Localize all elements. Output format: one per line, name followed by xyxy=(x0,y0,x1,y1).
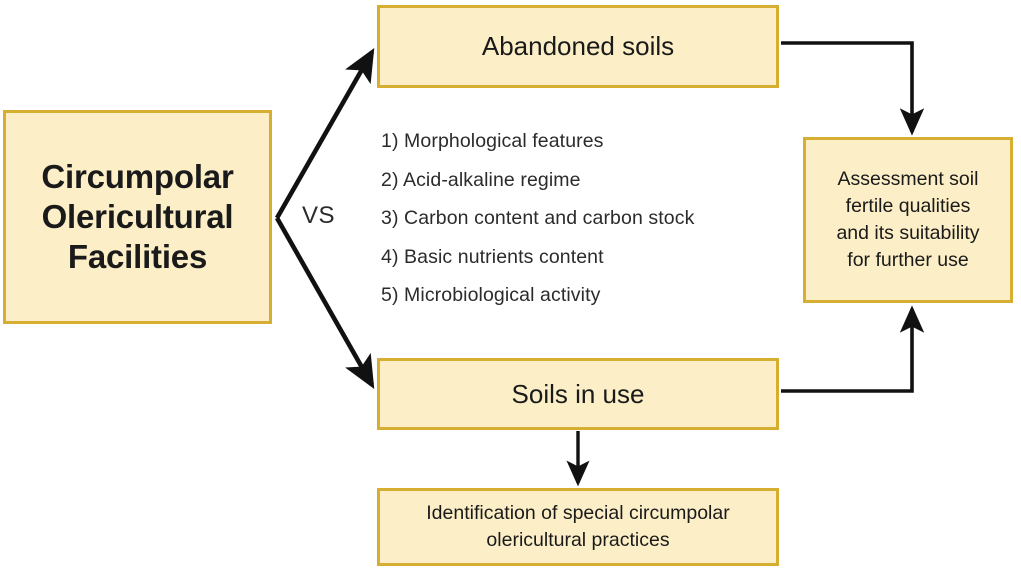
node-identification-line1: Identification of special circumpolar xyxy=(426,502,730,525)
connector-soils-in-use-to-assessment xyxy=(781,305,925,393)
criteria-list: 1) Morphological features 2) Acid-alkali… xyxy=(381,130,781,307)
node-identification-line2: olericultural practices xyxy=(486,529,670,551)
node-assessment-line3: and its suitability xyxy=(836,222,980,244)
node-assessment-line2: fertile qualities xyxy=(845,195,971,218)
criteria-item: 1) Morphological features xyxy=(381,130,604,152)
comparison-label: VS xyxy=(302,202,336,229)
node-facilities-line1: Circumpolar xyxy=(41,157,234,195)
node-assessment-text: Assessment soil fertile qualities and it… xyxy=(806,166,1010,274)
node-assessment-line1: Assessment soil xyxy=(837,168,979,191)
connector-facilities-to-abandoned-soils xyxy=(275,48,375,220)
node-facilities-text: Circumpolar Olericultural Facilities xyxy=(6,157,269,278)
criteria-item: 2) Acid-alkaline regime xyxy=(381,168,581,191)
node-abandoned-soils-label: Abandoned soils xyxy=(481,31,675,62)
node-facilities-line3: Facilities xyxy=(67,238,208,276)
node-identification-text: Identification of special circumpolar ol… xyxy=(380,500,776,554)
node-assessment-soil-fertile-qualities: Assessment soil fertile qualities and it… xyxy=(803,137,1013,303)
node-assessment-line4: for further use xyxy=(847,248,969,271)
node-facilities-line2: Olericultural xyxy=(41,197,234,235)
node-abandoned-soils: Abandoned soils xyxy=(377,5,779,88)
criteria-item: 5) Microbiological activity xyxy=(381,284,601,306)
criteria-item: 4) Basic nutrients content xyxy=(381,245,604,268)
node-soils-in-use-label: Soils in use xyxy=(511,378,645,409)
node-identification-of-practices: Identification of special circumpolar ol… xyxy=(377,488,779,566)
node-soils-in-use: Soils in use xyxy=(377,358,779,430)
criteria-item: 3) Carbon content and carbon stock xyxy=(381,207,695,229)
connector-abandoned-soils-to-assessment xyxy=(781,41,925,136)
connector-facilities-to-soils-in-use xyxy=(275,216,375,389)
node-circumpolar-olericultural-facilities: Circumpolar Olericultural Facilities xyxy=(3,110,272,324)
